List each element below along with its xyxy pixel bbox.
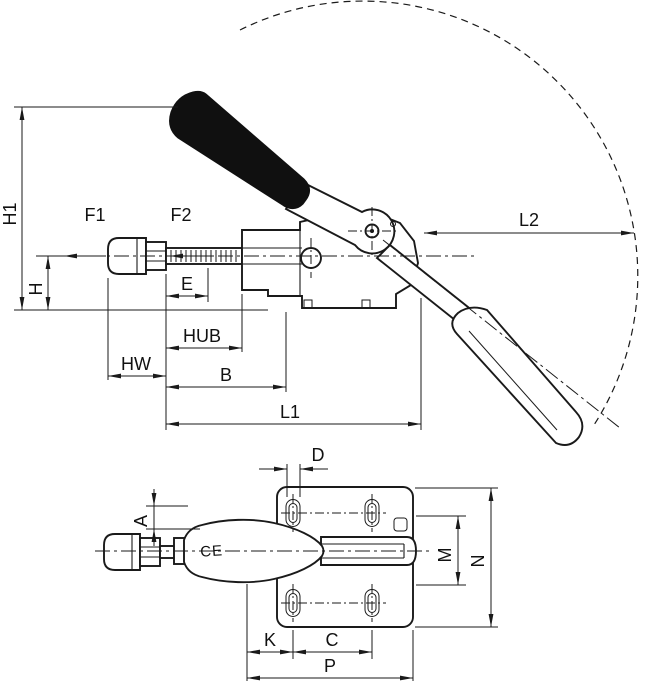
dim-f2: F2 xyxy=(170,205,212,259)
dim-b: B xyxy=(166,365,286,390)
dim-label-p: P xyxy=(324,656,336,676)
dim-label-h1: H1 xyxy=(0,202,20,225)
hex-nut-facets xyxy=(146,250,166,262)
dim-label-hw: HW xyxy=(121,354,151,374)
dim-d: D xyxy=(259,445,328,472)
handle-grip-open-contour xyxy=(468,330,558,431)
base-notch-left xyxy=(303,299,313,309)
dim-label-hub: HUB xyxy=(183,326,221,346)
dim-label-c: C xyxy=(326,630,339,650)
open-handle-axis xyxy=(382,239,621,429)
spindle-top xyxy=(103,533,185,571)
dim-p: P xyxy=(247,656,413,681)
handle-rivet xyxy=(390,221,396,227)
hex-nut-top xyxy=(139,537,161,567)
dim-l2: L2 xyxy=(424,210,634,236)
side-view-dimensions: H1 H F1 F2 L2 E xyxy=(0,106,634,430)
dim-f1: F1 xyxy=(64,205,106,259)
handle-open-position xyxy=(375,243,584,446)
dim-label-d: D xyxy=(312,445,325,465)
top-view: CE D A M xyxy=(95,445,498,681)
dim-e: E xyxy=(166,274,208,299)
dim-c: C xyxy=(293,630,372,655)
dim-label-k: K xyxy=(264,630,276,650)
dim-h: H xyxy=(26,256,51,310)
dim-hub: HUB xyxy=(166,326,242,351)
handle-swing-arc-dashed xyxy=(239,0,639,429)
dim-hw: HW xyxy=(108,354,166,379)
side-view: H1 H F1 F2 L2 E xyxy=(0,0,639,446)
base-notch-right xyxy=(361,299,371,309)
top-view-dimensions: D A M N K C xyxy=(131,445,498,681)
dim-k: K xyxy=(247,630,293,655)
centerlines-top xyxy=(95,494,433,622)
slot-centerlines xyxy=(281,494,386,622)
dim-a: A xyxy=(131,489,157,546)
dim-label-l2: L2 xyxy=(519,210,539,230)
handle-grip-open xyxy=(451,306,584,446)
clamp-body-inner-lines xyxy=(242,230,302,296)
extension-lines-top xyxy=(146,464,498,681)
pivot-crosshair xyxy=(310,207,396,278)
dim-h1: H1 xyxy=(0,107,25,310)
handle-grip-clamped xyxy=(169,90,310,210)
handle-clamped-position xyxy=(169,90,396,255)
centerlines-side xyxy=(62,207,621,429)
dim-label-n: N xyxy=(468,555,488,568)
dim-label-l1: L1 xyxy=(280,402,300,422)
fork-inner-lines xyxy=(321,543,405,559)
dim-label-e: E xyxy=(181,274,193,294)
dim-label-f2: F2 xyxy=(170,205,191,225)
dim-l1: L1 xyxy=(166,402,421,427)
adjustment-screw-top xyxy=(393,517,408,532)
dim-label-b: B xyxy=(220,365,232,385)
hex-nut-facets-top xyxy=(140,546,160,558)
dim-label-f1: F1 xyxy=(84,205,105,225)
dim-m: M xyxy=(435,516,461,585)
dim-label-m: M xyxy=(435,548,455,563)
spindle-cap-top xyxy=(103,533,141,571)
dim-label-a: A xyxy=(131,515,151,527)
dim-n: N xyxy=(468,488,494,627)
ce-marking: CE xyxy=(200,542,224,561)
dim-label-h: H xyxy=(26,283,46,296)
